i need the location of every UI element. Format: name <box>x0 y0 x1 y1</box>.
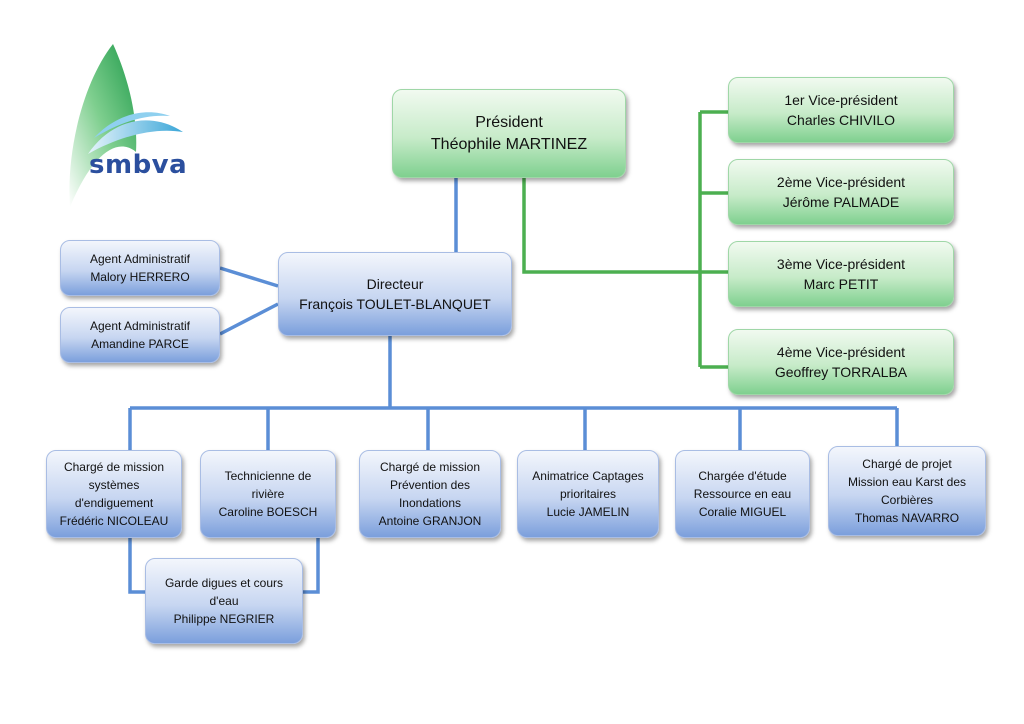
staff-line: Chargé de mission <box>379 460 481 474</box>
staff-line: Caroline BOESCH <box>218 505 318 519</box>
staff-line: systèmes <box>88 478 140 492</box>
staff-line: Animatrice Captages <box>532 469 644 483</box>
staff-box: Chargée d'étude Ressource en eau Coralie… <box>675 450 810 538</box>
vice-president-box: 1er Vice-président Charles CHIVILO <box>728 77 954 143</box>
staff-line: Lucie JAMELIN <box>546 505 630 519</box>
guard-left-connector <box>128 538 146 594</box>
vice-president-box: 3ème Vice-président Marc PETIT <box>728 241 954 307</box>
staff-line: Coralie MIGUEL <box>698 505 787 519</box>
vice-president-name: Charles CHIVILO <box>786 112 896 128</box>
staff-box: Chargé de mission systèmes d'endiguement… <box>46 450 182 538</box>
agent-role: Agent Administratif <box>89 319 191 333</box>
agent1-connector <box>219 266 279 288</box>
agent2-connector <box>219 302 279 336</box>
director-box: Directeur François TOULET-BLANQUET <box>278 252 512 336</box>
guard-line: d'eau <box>209 594 239 608</box>
staff-line: Frédéric NICOLEAU <box>59 514 169 528</box>
staff-line: Inondations <box>398 496 462 510</box>
staff-line: Corbières <box>880 493 934 507</box>
guard-right-connector <box>302 538 320 594</box>
guard-box: Garde digues et cours d'eau Philippe NEG… <box>145 558 303 644</box>
vice-president-box: 2ème Vice-président Jérôme PALMADE <box>728 159 954 225</box>
vice-president-name: Marc PETIT <box>803 276 879 292</box>
president-role: Président <box>475 113 543 131</box>
vice-president-name: Jérôme PALMADE <box>782 194 900 210</box>
staff-line: Chargée d'étude <box>698 469 787 483</box>
agent-box: Agent Administratif Amandine PARCE <box>60 307 220 363</box>
director-name: François TOULET-BLANQUET <box>299 296 491 312</box>
staff-line: prioritaires <box>559 487 616 501</box>
logo-text: smbva <box>89 150 188 180</box>
vice-president-role: 3ème Vice-président <box>776 256 906 272</box>
staff-line: rivière <box>251 487 285 501</box>
smbva-logo <box>69 44 183 207</box>
president-box: Président Théophile MARTINEZ <box>392 89 626 178</box>
staff-line: Technicienne de <box>224 469 312 483</box>
agent-role: Agent Administratif <box>89 252 191 266</box>
staff-line: Chargé de mission <box>63 460 165 474</box>
vice-president-name: Geoffrey TORRALBA <box>774 364 908 380</box>
staff-box: Chargé de mission Prévention des Inondat… <box>359 450 501 538</box>
agent-box: Agent Administratif Malory HERRERO <box>60 240 220 296</box>
staff-line: Prévention des <box>389 478 471 492</box>
vice-president-role: 2ème Vice-président <box>776 174 906 190</box>
vice-president-role: 4ème Vice-président <box>776 344 906 360</box>
guard-line: Philippe NEGRIER <box>173 612 275 626</box>
staff-line: Antoine GRANJON <box>378 514 482 528</box>
staff-line: Thomas NAVARRO <box>854 511 960 525</box>
staff-box: Animatrice Captages prioritaires Lucie J… <box>517 450 659 538</box>
staff-line: Chargé de projet <box>862 457 952 471</box>
guard-line: Garde digues et cours <box>164 576 284 590</box>
president-vp-connector <box>522 178 700 274</box>
agent-name: Amandine PARCE <box>91 337 189 351</box>
staff-box: Chargé de projet Mission eau Karst des C… <box>828 446 986 536</box>
director-role: Directeur <box>366 276 424 292</box>
staff-line: d'endiguement <box>74 496 154 510</box>
vice-president-box: 4ème Vice-président Geoffrey TORRALBA <box>728 329 954 395</box>
staff-box: Technicienne de rivière Caroline BOESCH <box>200 450 336 538</box>
agent-name: Malory HERRERO <box>90 270 190 284</box>
president-name: Théophile MARTINEZ <box>430 135 588 153</box>
staff-line: Mission eau Karst des <box>847 475 967 489</box>
vice-president-role: 1er Vice-président <box>784 92 898 108</box>
staff-line: Ressource en eau <box>693 487 792 501</box>
